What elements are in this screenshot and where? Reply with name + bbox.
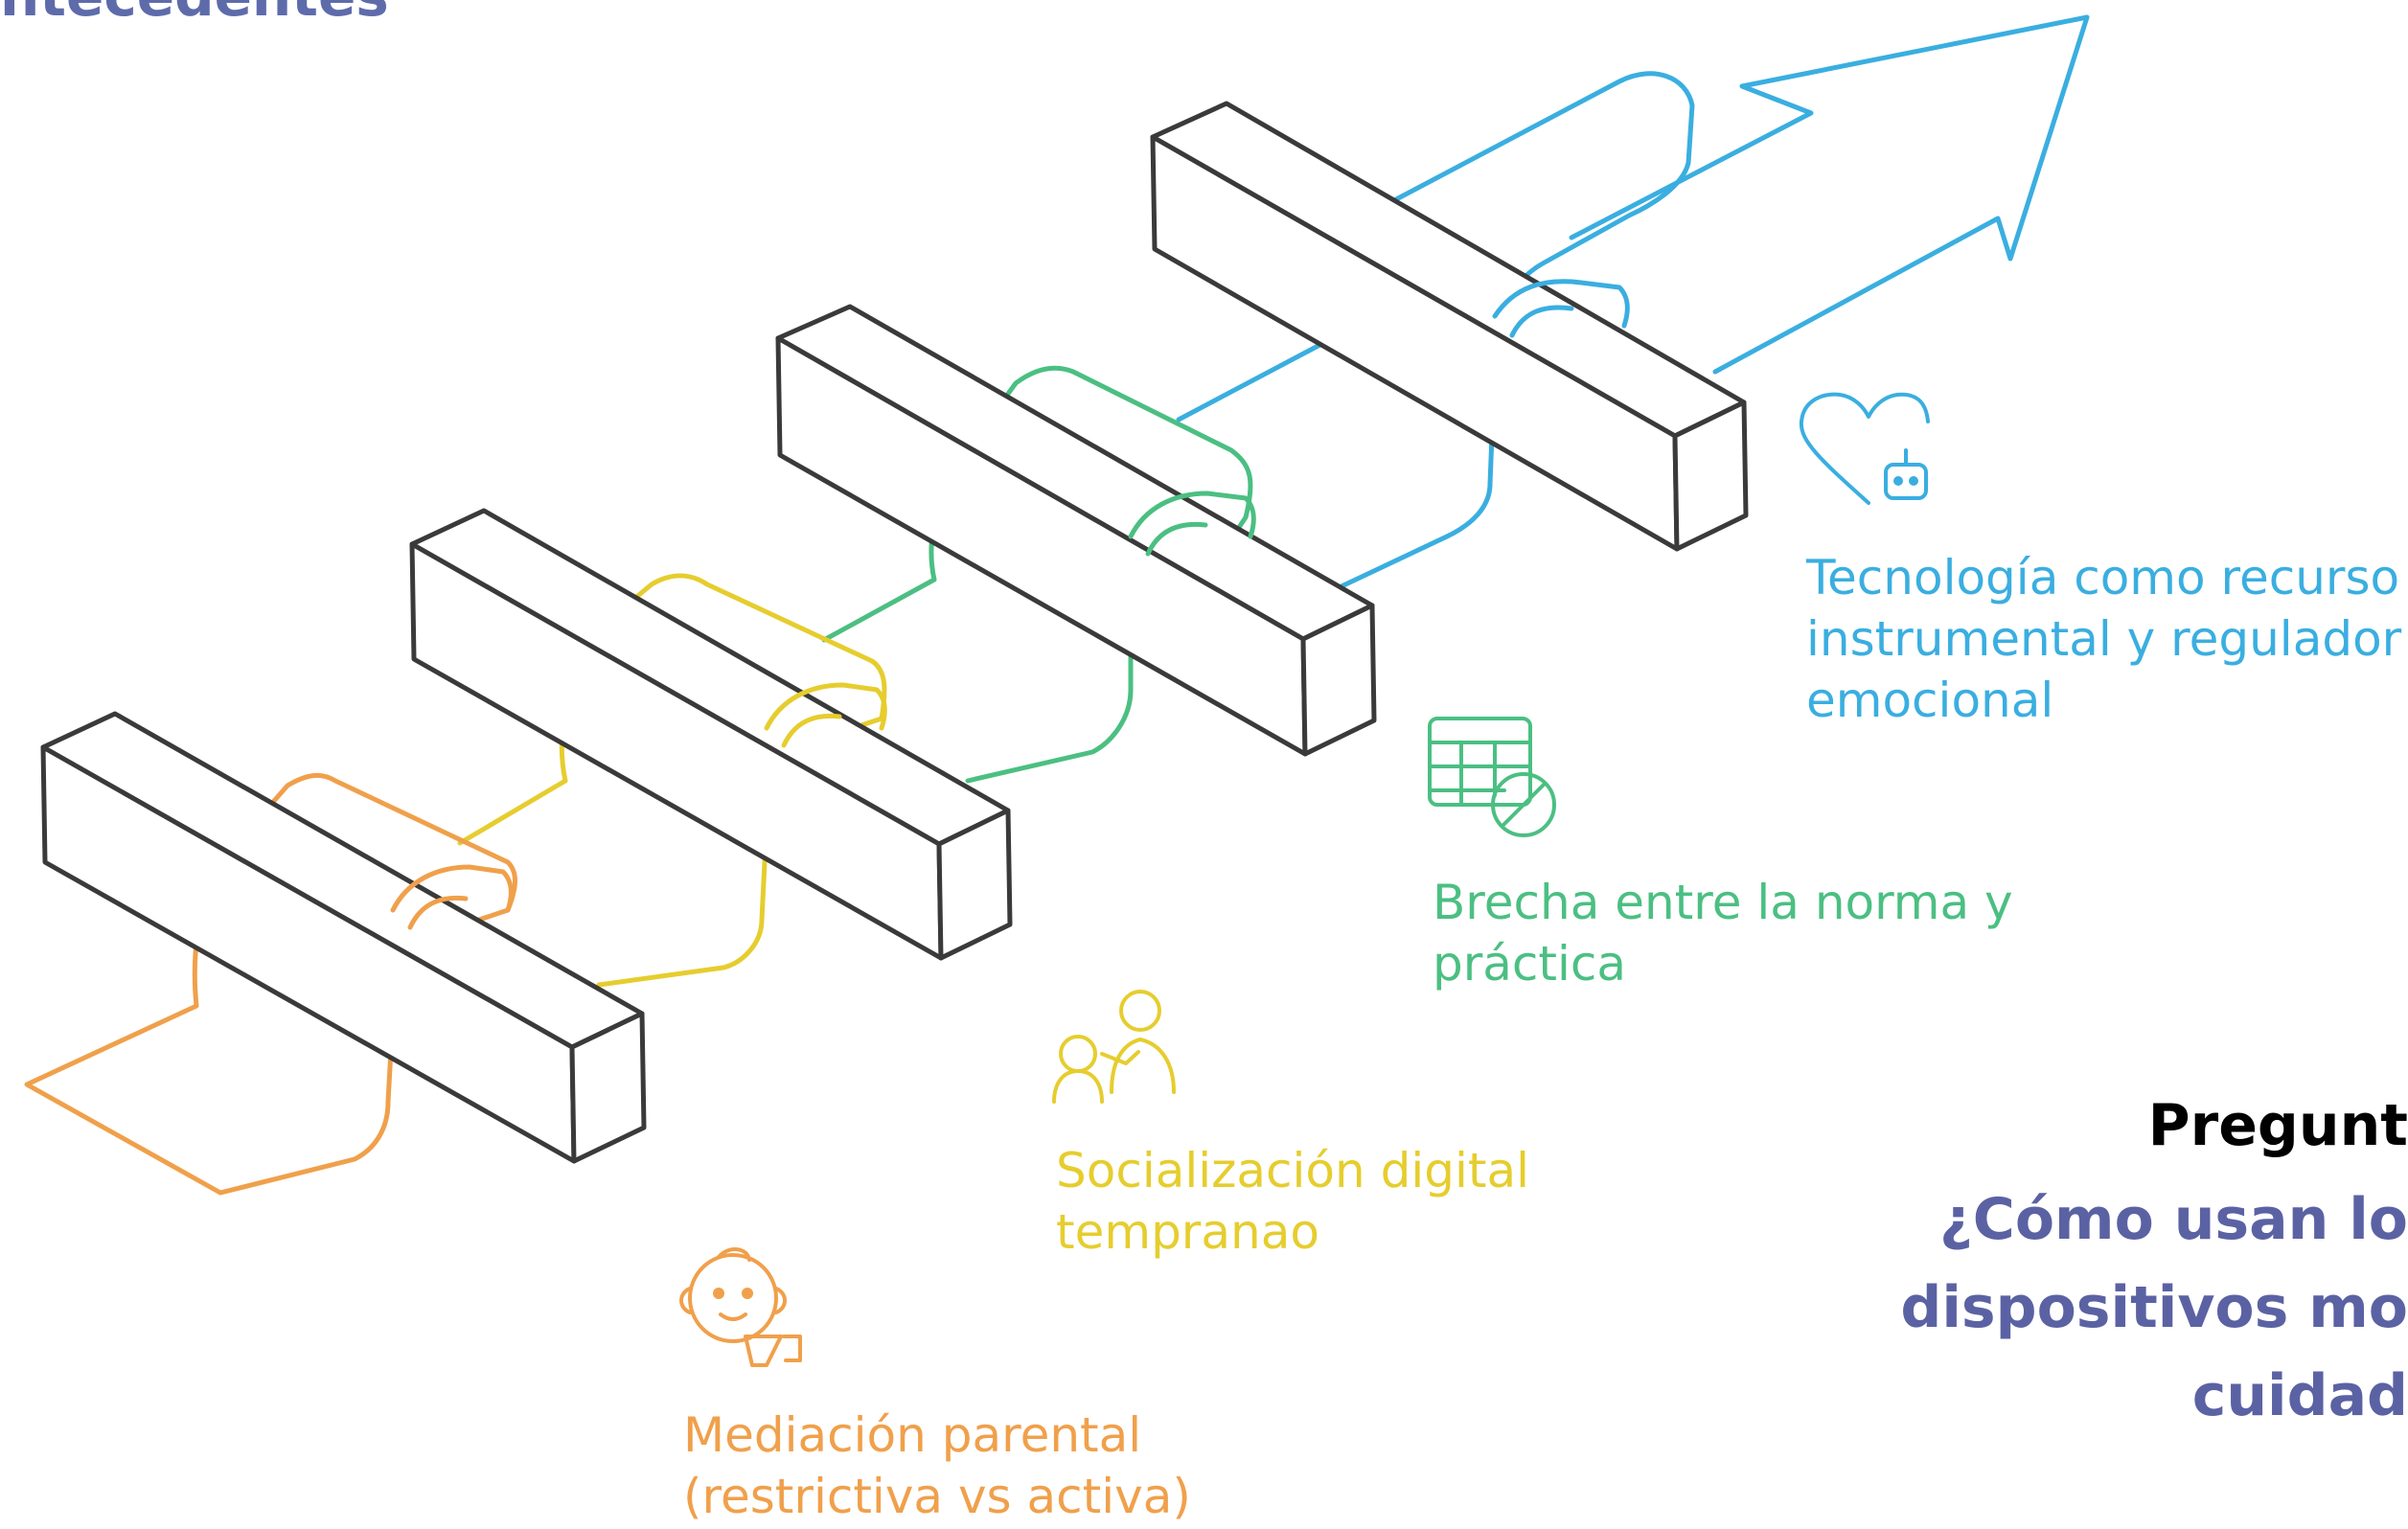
green-ribbon-front [1128, 491, 1256, 557]
yellow-ribbon-front [764, 682, 887, 748]
stage-label-line: Tecnología como recurso [1806, 550, 2400, 605]
stage-label-line: instrumental y regulador [1806, 611, 2402, 667]
stage-label-line: práctica [1433, 936, 1627, 992]
blue-ribbon-front [1492, 279, 1630, 338]
question-line: ¿Cómo usan lo [1939, 1186, 2408, 1253]
people-icon [1052, 990, 1176, 1104]
question-line: cuidad [2191, 1362, 2408, 1429]
table-prohibited-icon [1428, 717, 1556, 837]
stage-label-line: (restrictiva vs activa) [683, 1469, 1191, 1524]
stage-label-brecha: Brecha entre la norma y práctica [1433, 872, 2013, 994]
block-3 [775, 304, 1377, 757]
stage-label-tecnologia: Tecnología como recurso instrumental y r… [1806, 547, 2401, 731]
stage-label-socializacion: Socialización digital tempranao [1056, 1140, 1529, 1263]
block-1 [40, 711, 647, 1164]
block-2 [409, 508, 1013, 961]
block-4 [1150, 101, 1749, 552]
section-heading: ntecedentes [0, 0, 389, 29]
baby-icon [679, 1247, 802, 1367]
stage-label-line: tempranao [1056, 1204, 1319, 1260]
heart-robot-icon [1799, 392, 1930, 505]
stage-label-line: Mediación parental [683, 1407, 1142, 1463]
question-title: Pregunt [2147, 1092, 2408, 1159]
stage-label-line: Socialización digital [1056, 1143, 1529, 1198]
question-line: dispositivos mo [1900, 1274, 2408, 1341]
orange-ribbon-front [390, 864, 514, 930]
stage-label-mediacion: Mediación parental (restrictiva vs activ… [683, 1404, 1191, 1527]
stage-label-line: Brecha entre la norma y [1433, 875, 2013, 930]
stage-label-line: emocional [1806, 673, 2054, 728]
